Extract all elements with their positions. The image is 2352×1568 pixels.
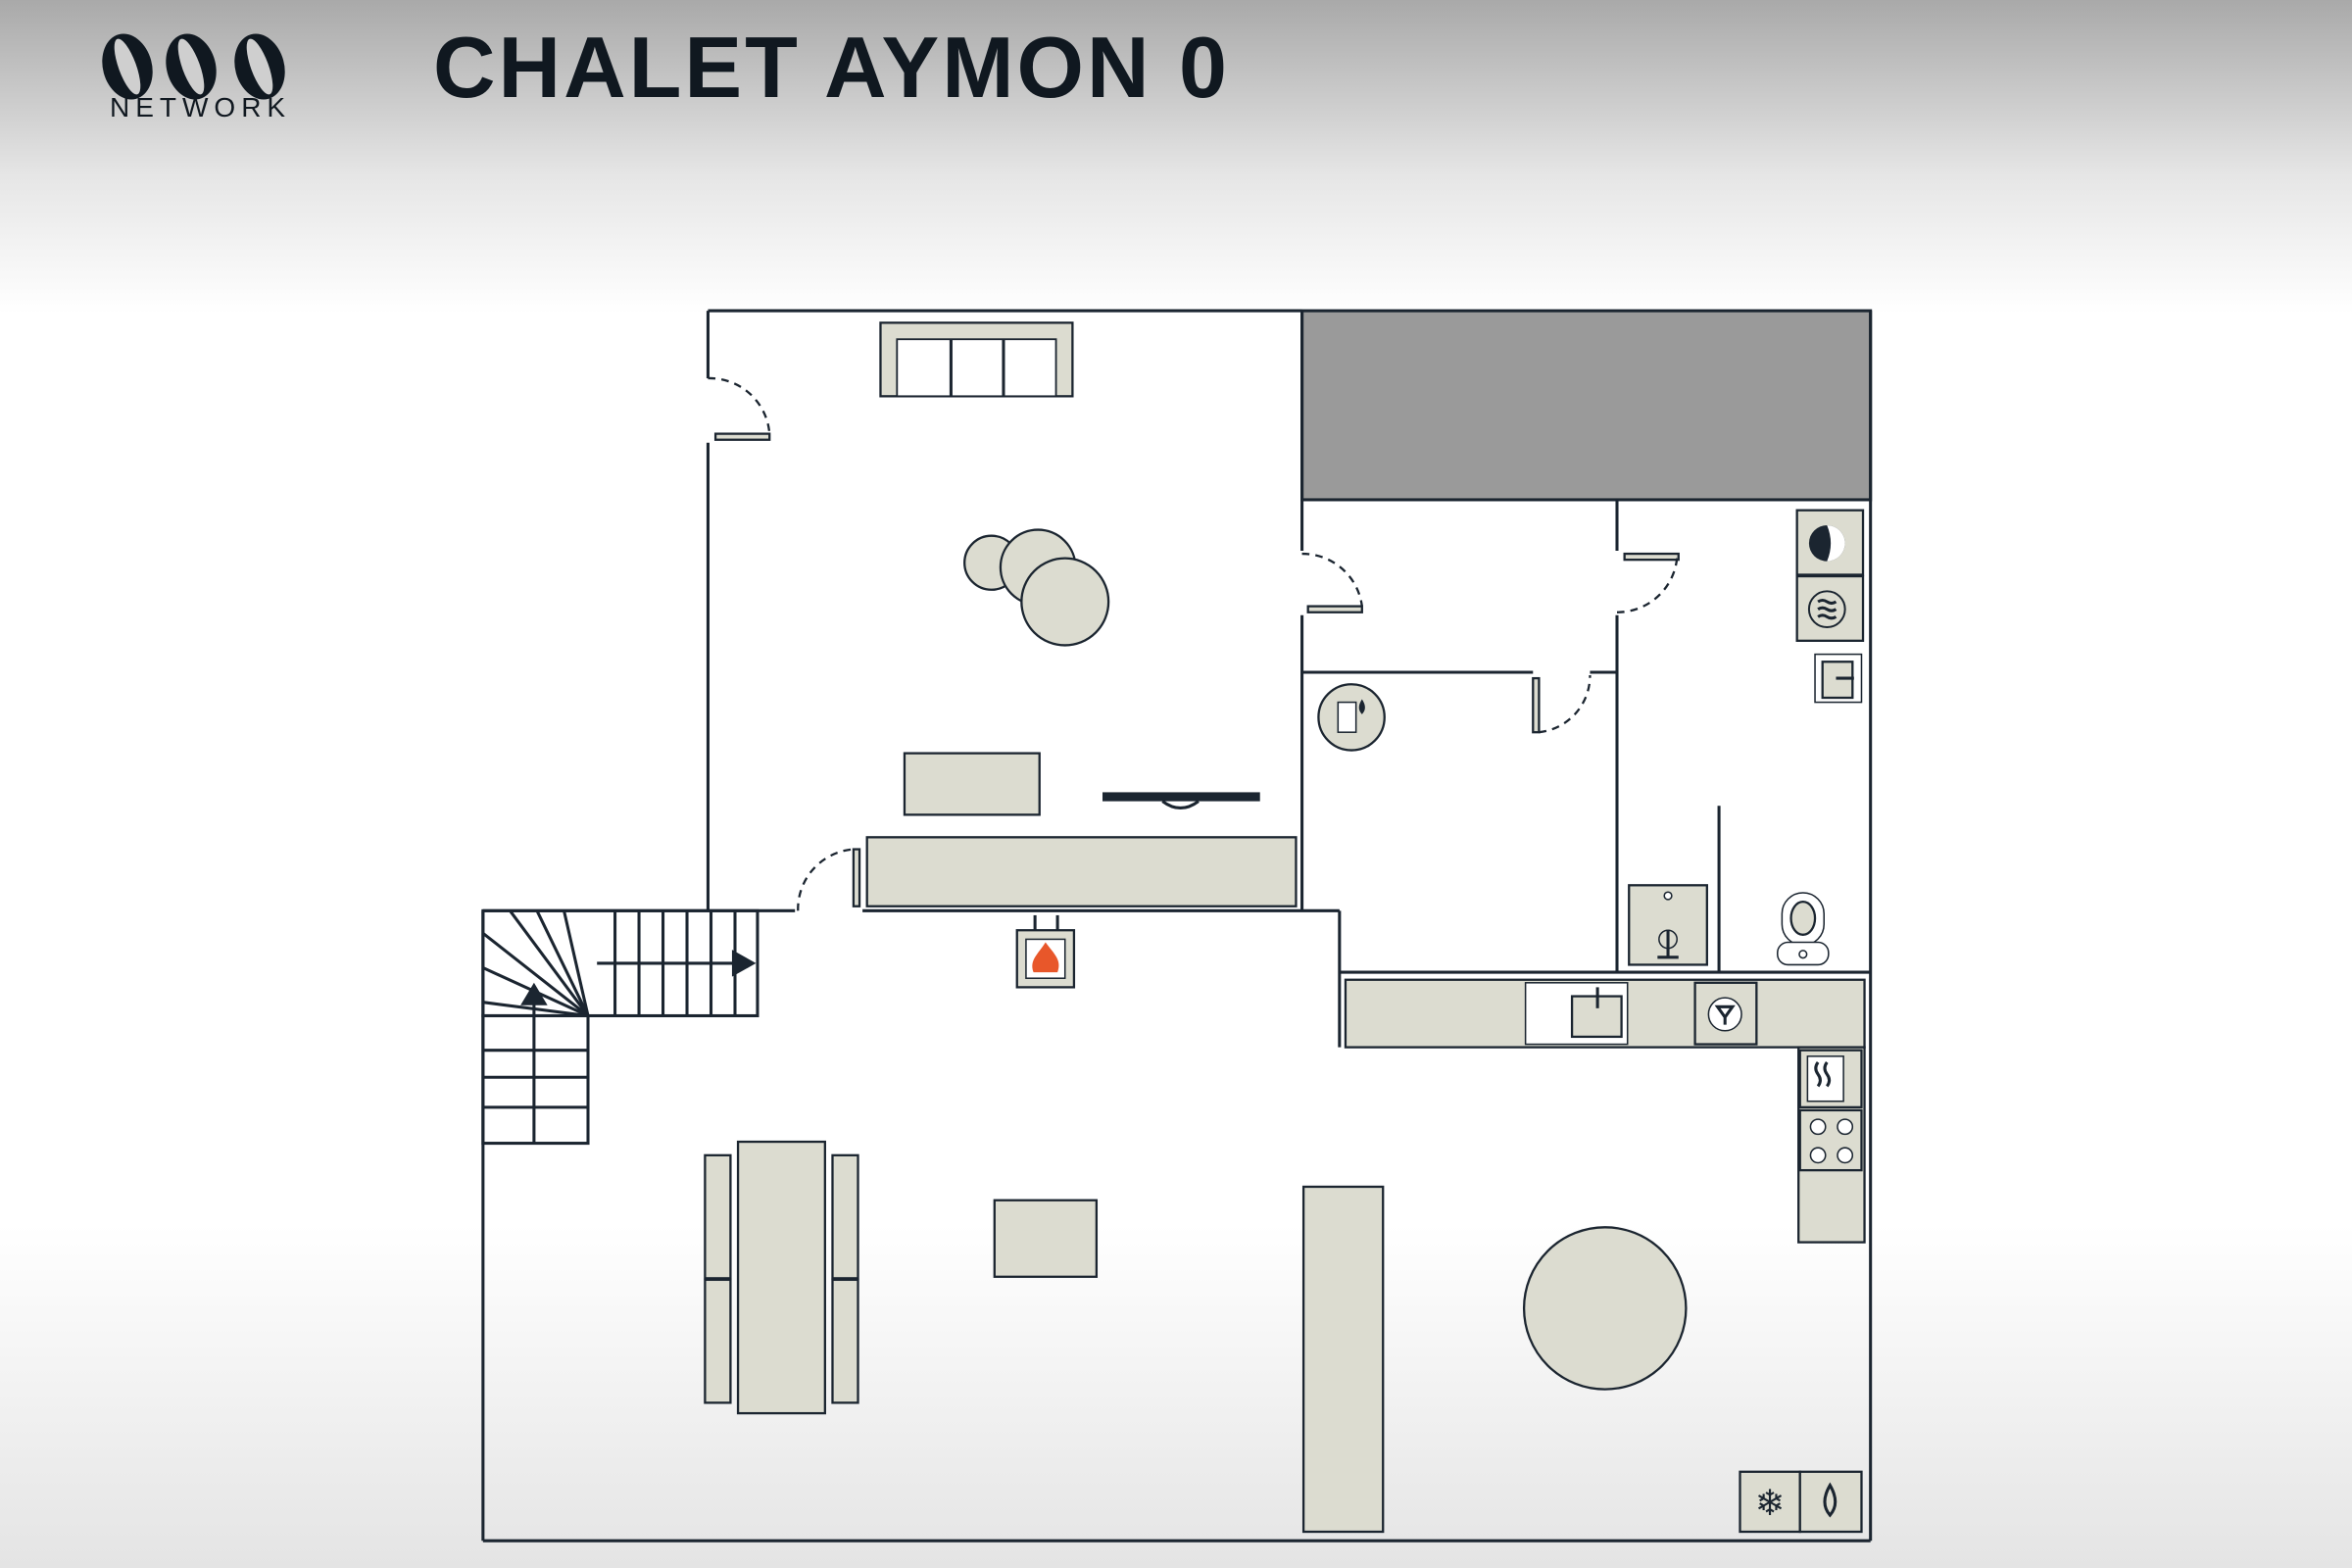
sofa — [879, 321, 1074, 398]
round-table — [1522, 1226, 1688, 1391]
cooktop-icon — [1798, 1108, 1863, 1172]
side-table — [993, 1199, 1099, 1278]
svg-text:❄: ❄ — [1755, 1483, 1786, 1523]
logo-text: NETWORK — [110, 92, 292, 122]
dishwasher-icon — [1693, 981, 1758, 1046]
dryer-icon — [1795, 509, 1865, 576]
sink-icon — [1524, 982, 1629, 1046]
boiler-icon — [1317, 683, 1386, 752]
stairs-arrow-icon — [520, 950, 757, 1005]
tv-sideboard — [865, 836, 1298, 907]
electric-panel-icon — [1814, 653, 1863, 704]
doors — [708, 376, 1680, 911]
washer-icon — [1795, 574, 1865, 642]
walls — [481, 309, 1873, 1543]
freezer-icon: ❄ — [1739, 1470, 1801, 1534]
fireplace-icon — [1015, 914, 1076, 989]
stairs — [481, 908, 760, 1146]
coffee-table-top — [903, 752, 1041, 816]
ovo-logo — [102, 33, 285, 100]
toilet-icon — [1777, 892, 1830, 966]
dining-table — [704, 1140, 859, 1415]
unavailable-area — [1300, 309, 1873, 502]
tv — [1102, 792, 1260, 810]
washbasin-icon — [1628, 884, 1708, 966]
round-side-tables — [963, 528, 1110, 647]
kitchen-island — [1301, 1185, 1385, 1534]
oven-icon — [1798, 1049, 1863, 1108]
fridge-icon — [1798, 1470, 1863, 1534]
page-title: CHALET AYMON 0 — [433, 19, 1230, 116]
